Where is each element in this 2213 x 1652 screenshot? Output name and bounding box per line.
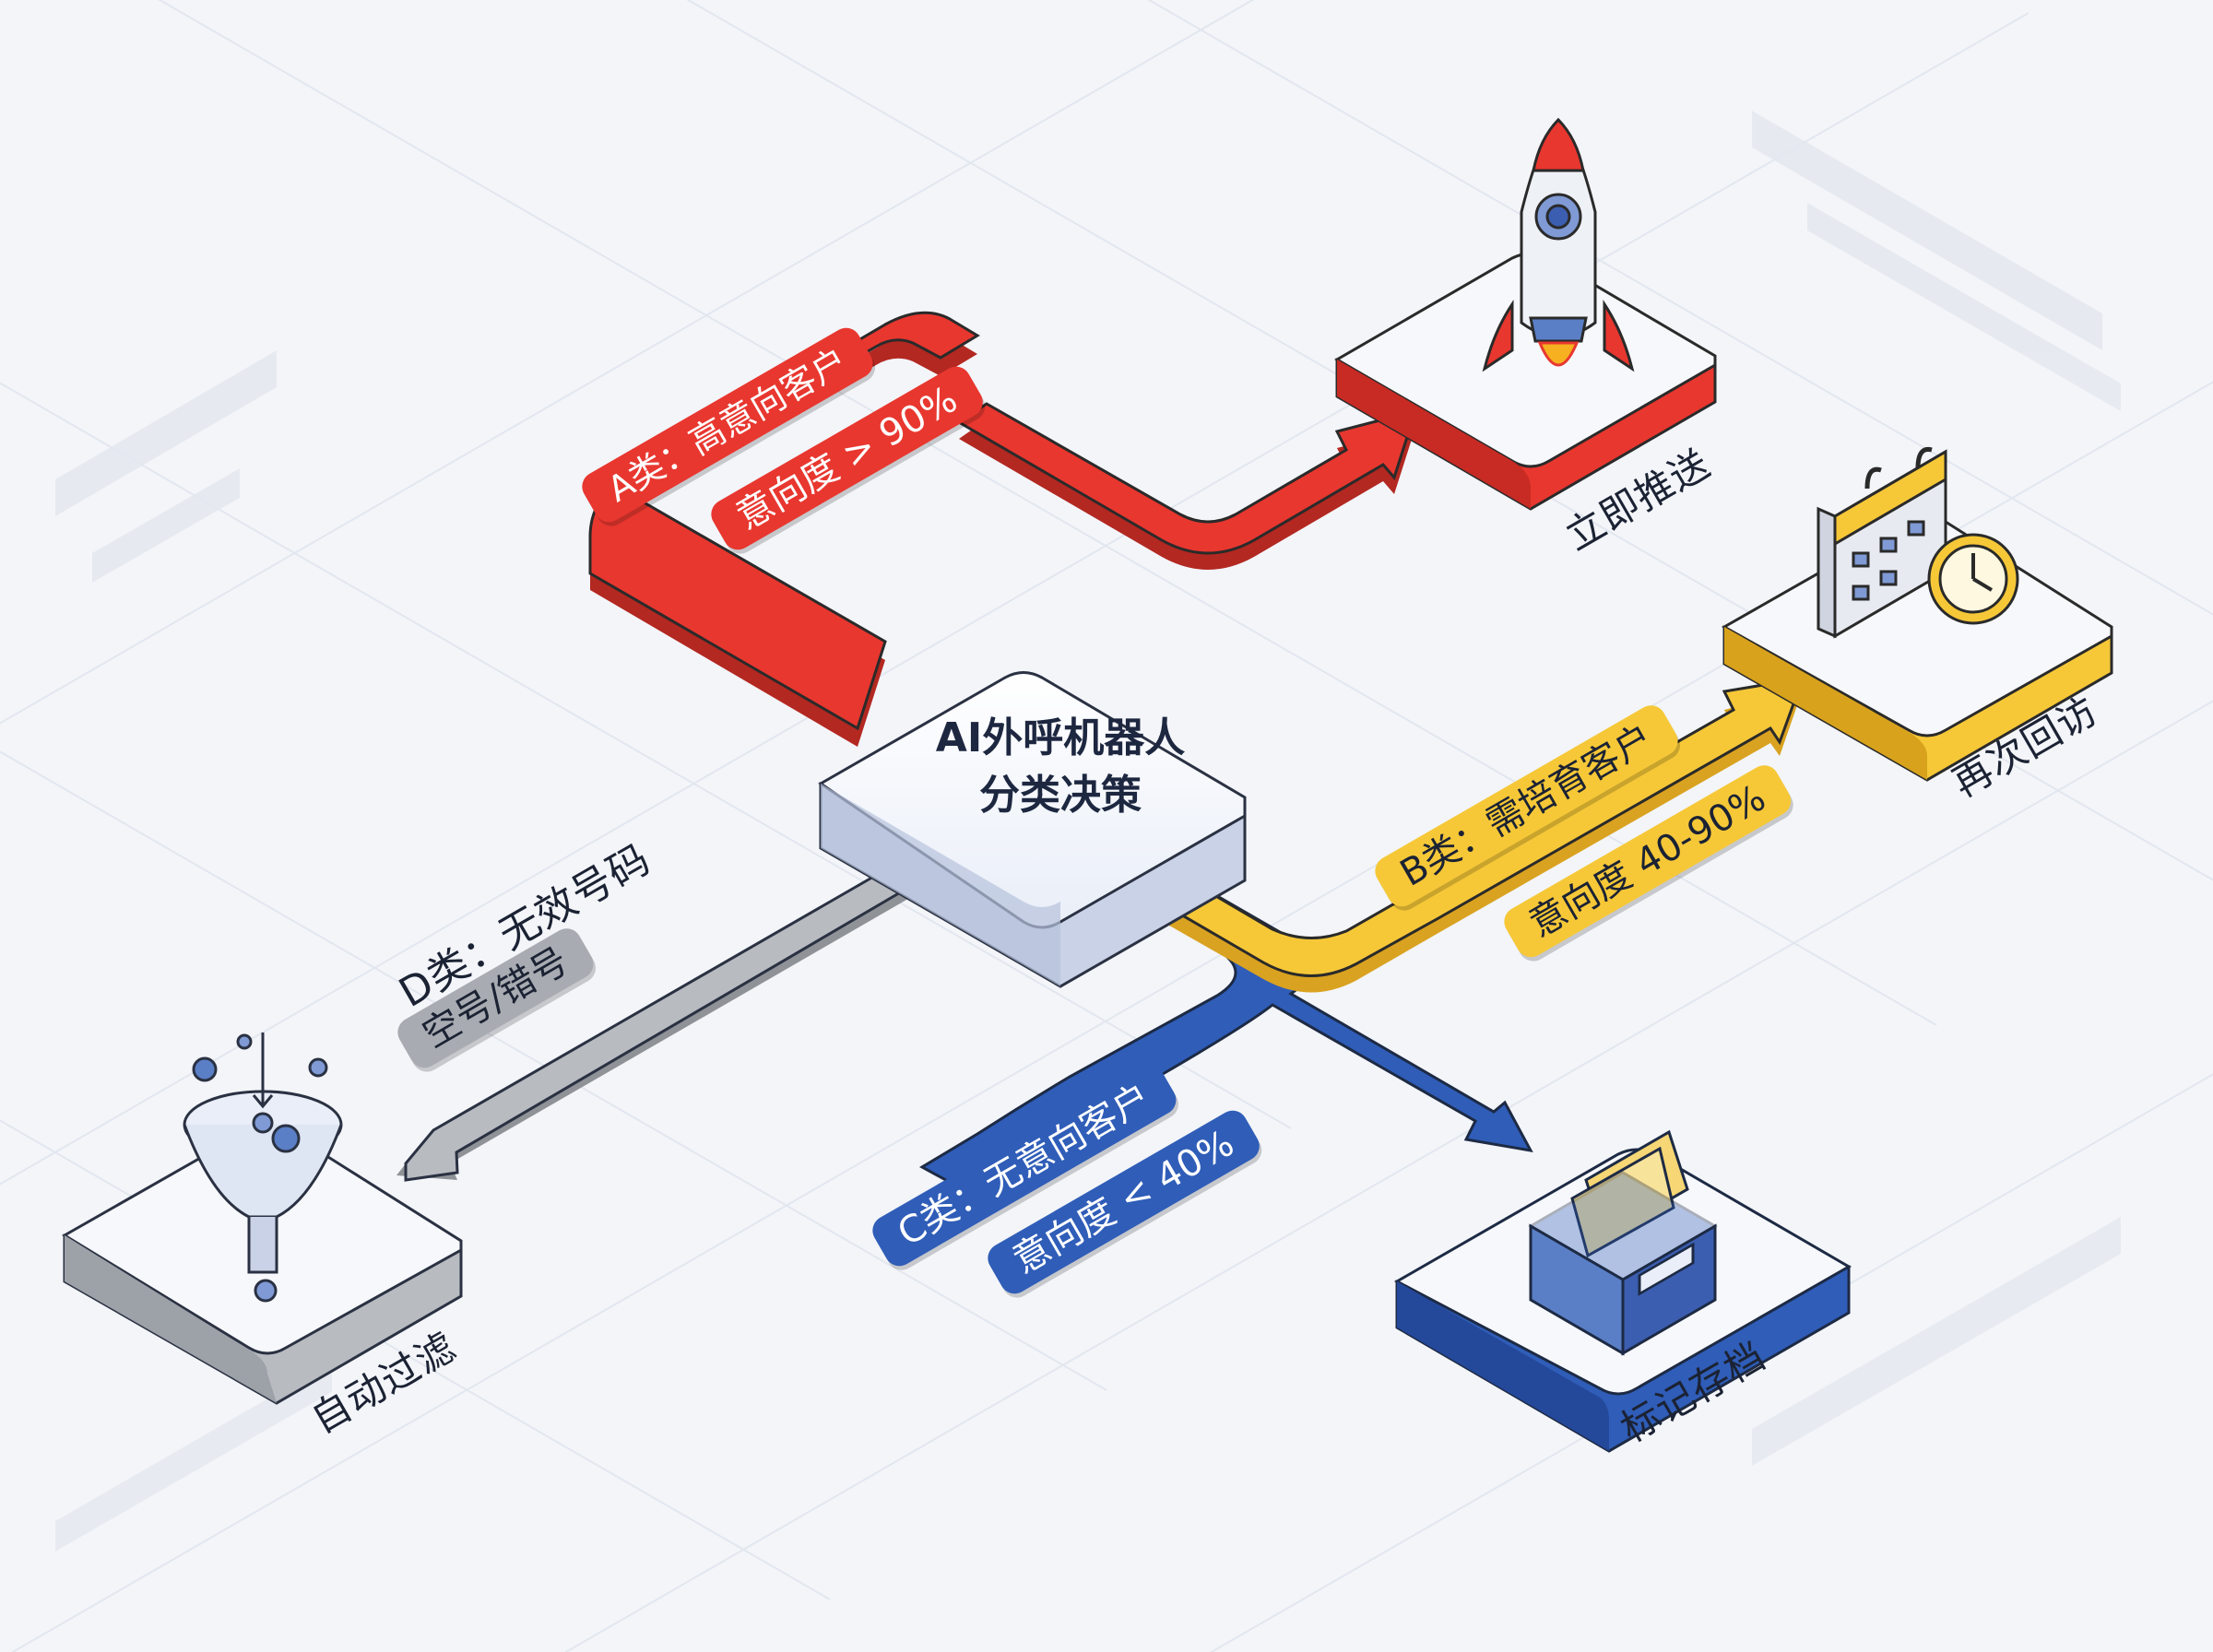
arrow-b: [1115, 677, 1805, 993]
center-platform: [818, 671, 1247, 988]
platform-a: [1334, 252, 1717, 511]
center-title-line1: AI外呼机器人: [935, 714, 1186, 761]
arrow-a: [588, 311, 1418, 747]
funnel-icon: [183, 1032, 343, 1303]
platform-c: [1393, 1148, 1852, 1453]
calendar-clock-icon: [1817, 446, 2019, 639]
platform-d: [62, 1124, 463, 1405]
background-decor: [55, 111, 2121, 1552]
rocket-icon: [1482, 117, 1635, 372]
arrow-d: [396, 859, 916, 1182]
archive-box-icon: [1528, 1129, 1718, 1356]
center-node: AI外呼机器人 分类决策: [876, 710, 1245, 824]
center-title-line2: 分类决策: [979, 772, 1142, 819]
